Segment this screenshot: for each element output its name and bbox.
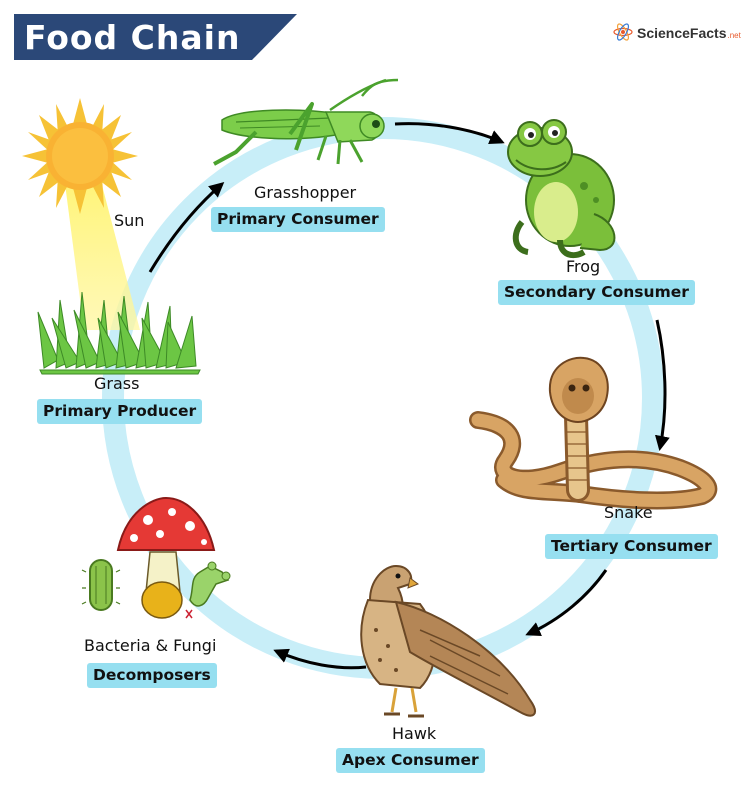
sun-icon [22, 98, 138, 214]
brand-name: ScienceFacts [637, 25, 727, 41]
arrow-hawk-to-decomposers [273, 648, 367, 670]
node-name-grass: Grass [94, 374, 140, 393]
node-name-grasshopper: Grasshopper [254, 183, 357, 202]
brand-suffix: .net [727, 30, 741, 40]
diagram-title: Food Chain [24, 18, 241, 57]
grass-icon [37, 291, 201, 375]
node-name-snake: Snake [604, 503, 653, 522]
node-name-sun: Sun [114, 211, 145, 230]
sunlight-beam [64, 170, 140, 330]
hawk-icon [360, 564, 536, 718]
node-role-grasshopper: Primary Consumer [211, 207, 385, 232]
node-name-decomposers: Bacteria & Fungi [84, 636, 217, 655]
node-role-grass: Primary Producer [37, 399, 203, 424]
node-role-hawk: Apex Consumer [336, 748, 485, 773]
grasshopper-icon [213, 78, 399, 166]
frog-icon [507, 119, 616, 259]
arrow-grass-to-grasshopper [148, 182, 225, 273]
node-role-snake: Tertiary Consumer [545, 534, 718, 559]
arrow-snake-to-hawk [525, 569, 608, 637]
node-name-frog: Frog [566, 257, 601, 276]
node-role-decomposers: Decomposers [87, 663, 217, 688]
title-banner [14, 14, 297, 60]
mushroom-bacteria-icon [81, 496, 231, 619]
arrow-frog-to-snake [654, 319, 670, 451]
arrow-grasshopper-to-frog [394, 122, 505, 145]
snake-icon [469, 356, 718, 510]
brand-logo: ScienceFacts .net [634, 20, 741, 46]
atom-icon [613, 23, 633, 41]
node-name-hawk: Hawk [392, 724, 437, 743]
node-role-frog: Secondary Consumer [498, 280, 695, 305]
